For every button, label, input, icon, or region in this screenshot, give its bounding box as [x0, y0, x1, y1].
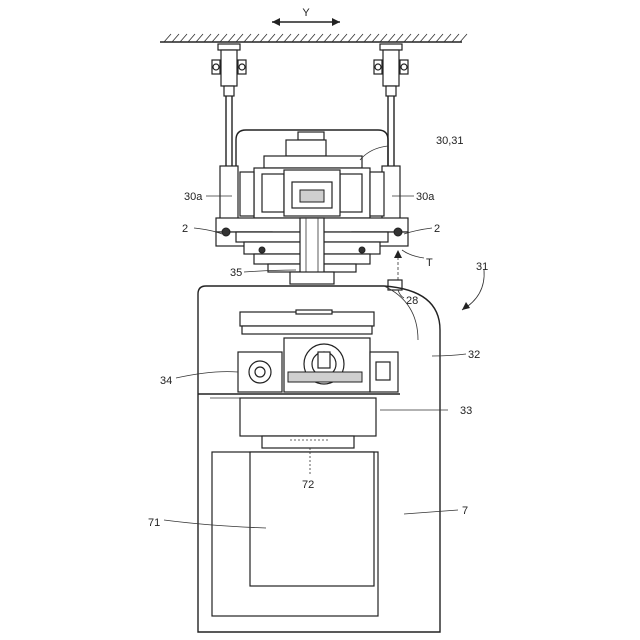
container: [212, 448, 378, 616]
label-71: 71: [148, 517, 160, 529]
chuck: [240, 398, 376, 448]
direction-arrow: Y: [272, 7, 340, 26]
label-72: 72: [302, 479, 314, 491]
t-marker: [388, 250, 402, 290]
label-30a-left: 30a: [184, 191, 203, 203]
carriage-frame: [236, 130, 388, 218]
label-35: 35: [230, 267, 242, 279]
label-33: 33: [460, 405, 472, 417]
label-7: 7: [462, 505, 468, 517]
label-32: 32: [468, 349, 480, 361]
label-30a-right: 30a: [416, 191, 435, 203]
label-30-31: 30,31: [436, 135, 464, 147]
ceiling: [160, 34, 467, 42]
direction-label: Y: [302, 7, 310, 19]
label-2-left: 2: [182, 223, 188, 235]
label-t: T: [426, 257, 433, 269]
label-34: 34: [160, 375, 172, 387]
mechanism: [198, 338, 400, 398]
label-31: 31: [476, 261, 488, 273]
label-28: 28: [406, 295, 418, 307]
label-2-right: 2: [434, 223, 440, 235]
